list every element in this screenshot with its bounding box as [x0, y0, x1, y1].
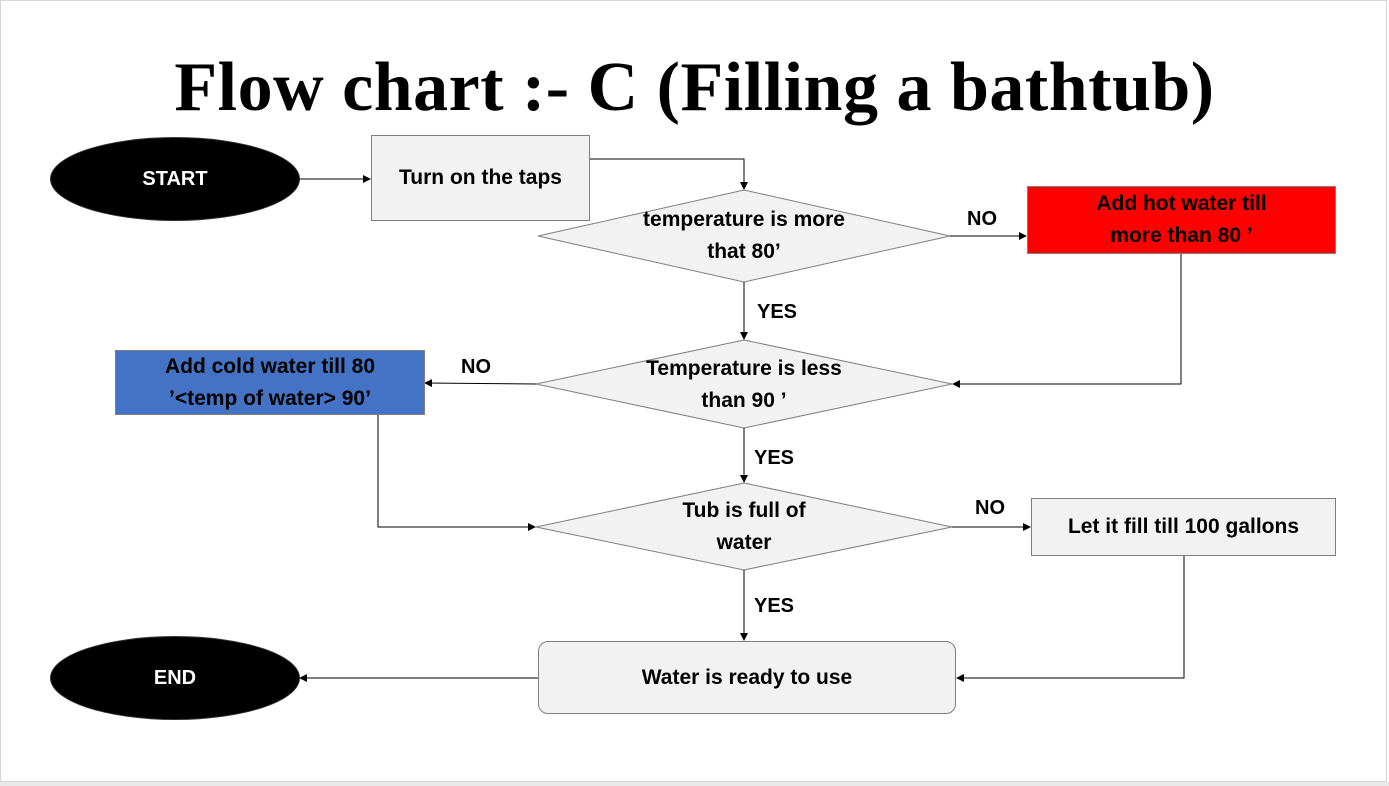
- turn-on-taps-label: Turn on the taps: [399, 166, 562, 189]
- arrow-cold-to-decision3: [377, 414, 536, 531]
- end-label: END: [153, 667, 197, 689]
- end-terminal: END: [50, 636, 300, 720]
- decision-temp-less-label: Temperature is less than 90 ’: [646, 357, 842, 412]
- branch-label-yes-1: YES: [757, 301, 798, 323]
- arrow-fill-to-ready: [956, 556, 1185, 682]
- arrow-decision2-no: [424, 379, 537, 388]
- fill-100-gallons-box: Let it fill till 100 gallons: [1031, 498, 1336, 556]
- branch-label-yes-3: YES: [754, 595, 795, 617]
- add-hot-water-label: Add hot water till more than 80 ’: [1096, 192, 1267, 247]
- start-terminal: START: [50, 137, 300, 221]
- slide-bottom-edge: [0, 782, 1389, 786]
- decision-tub-full-text: Tub is full of water: [660, 494, 828, 560]
- arrow-taps-to-decision1: [590, 158, 748, 190]
- decision-temp-less-text: Temperature is less than 90 ’: [640, 352, 848, 418]
- arrow-hot-to-decision2: [952, 254, 1182, 388]
- branch-label-no-hot: NO: [967, 208, 997, 230]
- decision-temp-more-text: temperature is more that 80’: [640, 202, 848, 270]
- add-hot-water-box: Add hot water till more than 80 ’: [1027, 186, 1336, 254]
- water-ready-label: Water is ready to use: [641, 665, 853, 689]
- add-cold-water-box: Add cold water till 80 ’<temp of water> …: [115, 350, 425, 415]
- water-ready-box: Water is ready to use: [538, 641, 956, 714]
- branch-label-yes-2: YES: [754, 447, 795, 469]
- branch-label-no-cold: NO: [461, 356, 491, 378]
- flowchart-title: Flow chart :- C (Filling a bathtub): [174, 49, 1215, 126]
- branch-label-no-fill: NO: [975, 497, 1005, 519]
- decision-temp-more-label: temperature is more that 80’: [643, 208, 845, 263]
- start-label: START: [142, 168, 208, 190]
- add-cold-water-label: Add cold water till 80 ’<temp of water> …: [164, 354, 376, 410]
- decision-tub-full-label: Tub is full of water: [682, 499, 806, 554]
- turn-on-taps-box: Turn on the taps: [371, 135, 590, 221]
- fill-100-gallons-label: Let it fill till 100 gallons: [1067, 515, 1300, 538]
